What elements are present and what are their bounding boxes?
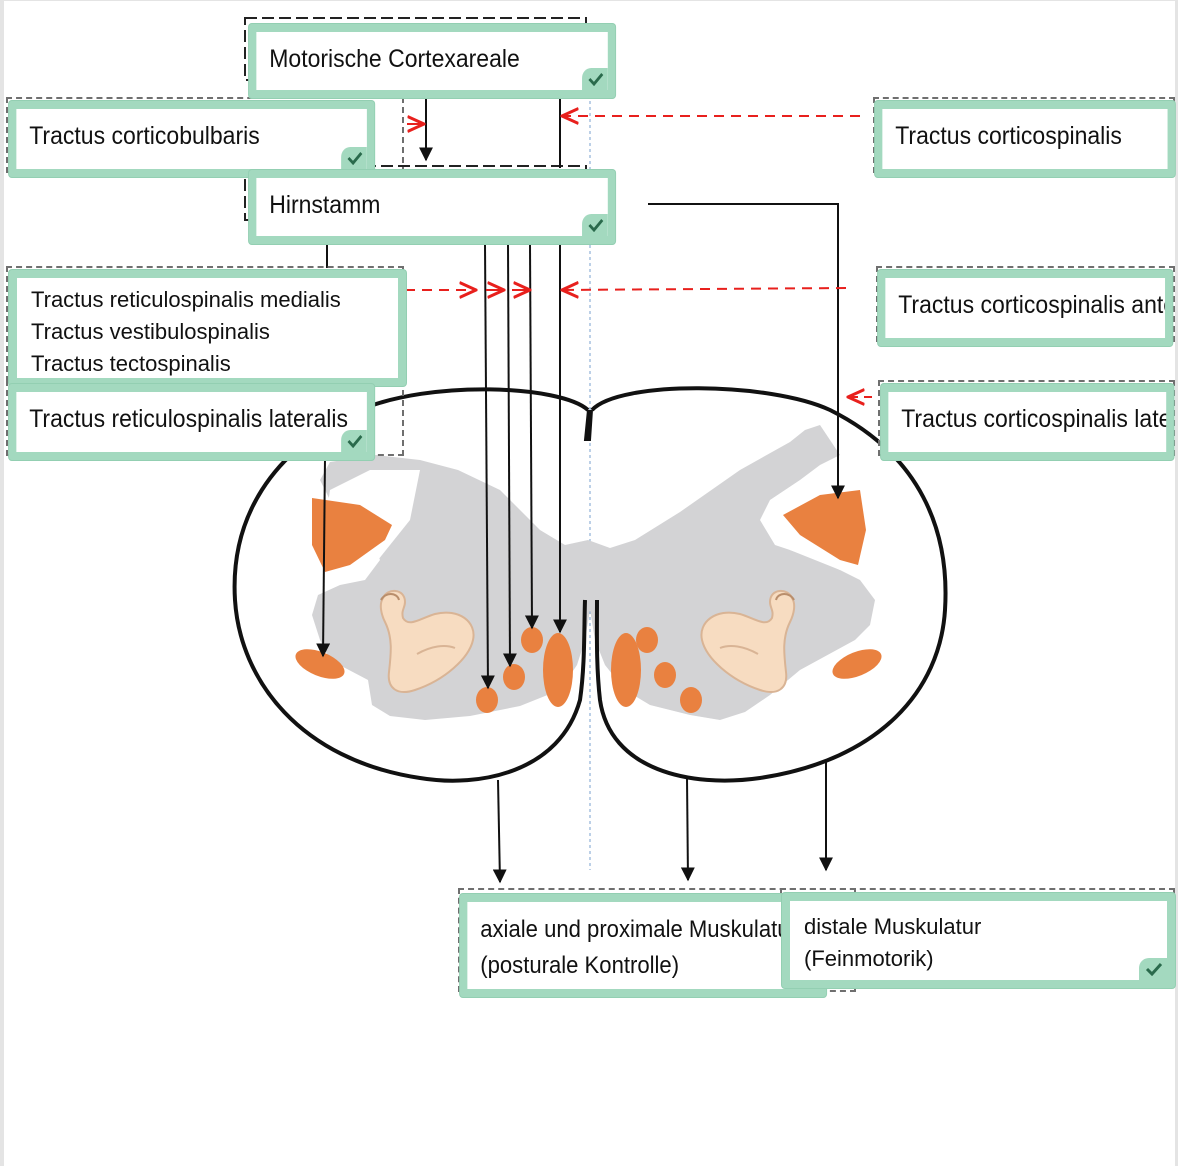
label-text: Tractus corticospinalis (895, 122, 1122, 150)
spinal-cord-left-outline (232, 387, 590, 783)
tract-right-small-1 (680, 687, 702, 713)
label-medial-tracts-group[interactable]: Tractus reticulospinalis medialis Tractu… (9, 270, 406, 386)
dropzone-cortex (244, 17, 587, 81)
label-text: Tractus corticobulbaris (29, 122, 260, 150)
flexed-biceps-icon (700, 590, 796, 693)
label-line-1: axiale und proximale Muskulatur (480, 916, 797, 943)
tract-right-lateral-corticospinal (783, 490, 866, 565)
label-tractus-reticulospinalis-lateralis[interactable]: Tractus reticulospinalis lateralis (9, 384, 375, 460)
arrow-to-tract-small-2 (502, 243, 517, 668)
tract-left-reticulospinal-lateral (295, 649, 345, 679)
check-icon (341, 147, 367, 169)
label-tractus-corticobulbaris[interactable]: Tractus corticobulbaris (9, 101, 375, 177)
tract-right-small-2 (654, 662, 676, 688)
label-text: Tractus corticospinalis lateralis (901, 405, 1172, 433)
tract-left-anterior-corticospinal (543, 633, 573, 707)
label-tractus-corticospinalis-anterior[interactable]: Tractus corticospinalis anterior (878, 270, 1173, 346)
label-motorische-cortexareale[interactable]: Motorische Cortexareale (249, 24, 616, 98)
tract-right-anterior-corticospinal (611, 633, 641, 707)
label-axiale-muskulatur[interactable]: axiale und proximale Muskulatur (postura… (460, 894, 827, 997)
label-tractus-corticospinalis[interactable]: Tractus corticospinalis (875, 101, 1175, 177)
frame-right-edge (1175, 0, 1178, 1166)
label-tectospinalis: Tractus tectospinalis (31, 351, 231, 376)
arrow-to-reticulospinal-lateral (316, 457, 331, 658)
arrow-to-distal-muscles-1 (680, 777, 695, 882)
label-hirnstamm[interactable]: Hirnstamm (249, 170, 616, 244)
check-icon (1139, 958, 1167, 980)
label-text: Tractus corticospinalis anterior (898, 291, 1173, 319)
label-distale-muskulatur[interactable]: distale Muskulatur (Feinmotorik) (782, 893, 1175, 988)
frame-left-edge (0, 0, 4, 1166)
label-text: Tractus reticulospinalis lateralis (29, 405, 348, 433)
label-vestibulospinalis: Tractus vestibulospinalis (31, 319, 270, 344)
tract-left-small-1 (476, 687, 498, 713)
label-line-1: distale Muskulatur (804, 914, 982, 939)
arrow-to-lateral-corticospinal (648, 203, 845, 500)
flexed-biceps-icon (379, 590, 475, 693)
posterior-median-sulcus (583, 409, 593, 441)
tract-right-reticulospinal-lateral (832, 649, 882, 679)
tract-right-small-3 (636, 627, 658, 653)
label-tractus-corticospinalis-lateralis[interactable]: Tractus corticospinalis lateralis (881, 384, 1174, 460)
label-text: Motorische Cortexareale (269, 45, 520, 73)
tract-left-lateral-corticospinal (312, 498, 392, 572)
label-reticulospinalis-medialis: Tractus reticulospinalis medialis (31, 287, 341, 312)
tract-left-small-3 (521, 627, 543, 653)
arrow-to-tract-small-1 (480, 243, 495, 690)
red-pointer-corticospinalis-anterior (562, 288, 847, 290)
label-line-2: (Feinmotorik) (804, 946, 934, 971)
check-icon (582, 214, 608, 236)
frame-top-edge (0, 0, 1178, 1)
check-icon (582, 68, 608, 90)
tract-left-small-2 (503, 664, 525, 690)
arrow-to-tract-small-3 (524, 243, 539, 630)
spinal-cord-right-outline (590, 386, 948, 783)
label-text: Hirnstamm (269, 191, 381, 219)
arrow-to-axial-muscles (492, 779, 507, 884)
label-line-2: (posturale Kontrolle) (480, 952, 680, 979)
check-icon (341, 430, 367, 452)
